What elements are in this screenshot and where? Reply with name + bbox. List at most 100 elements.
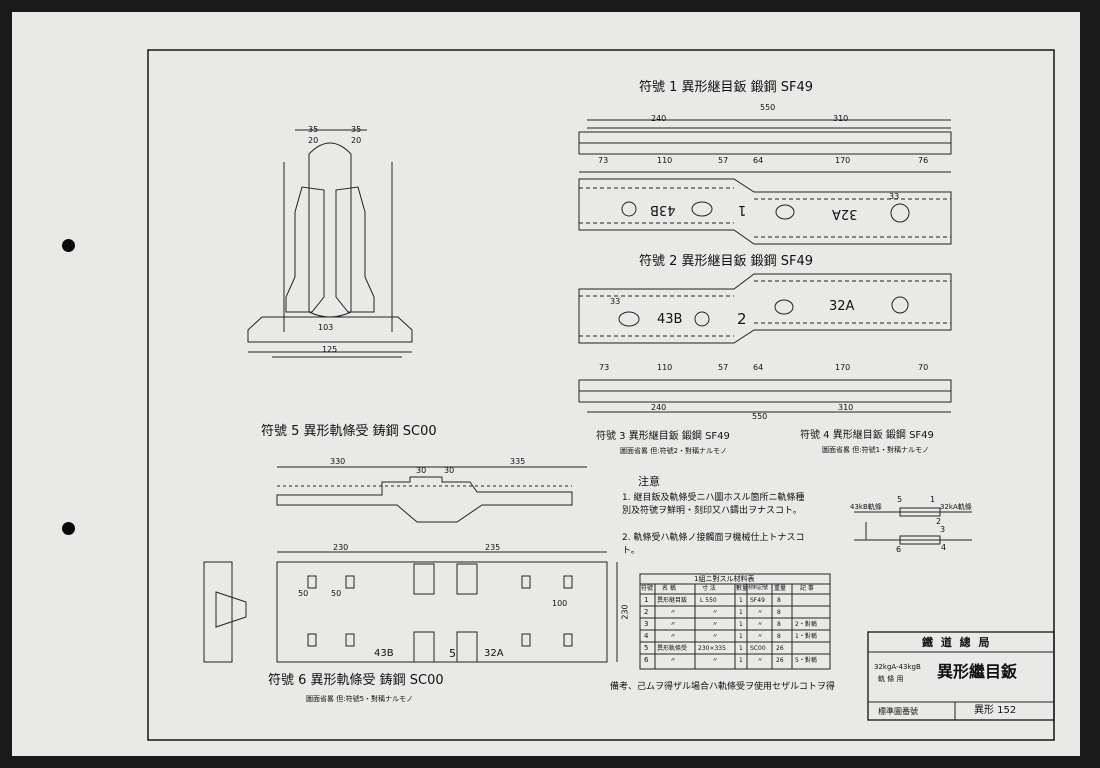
table-row-3-qty: 1 bbox=[739, 621, 743, 628]
table-row-2-size: 〃 bbox=[712, 609, 719, 616]
fig6-note: 圖面省畧 但:符號5・對稱ナルモノ bbox=[306, 695, 414, 703]
diagram-num-3: 3 bbox=[940, 525, 946, 534]
table-row-6-name: 〃 bbox=[670, 657, 677, 664]
table-row-2-qty: 1 bbox=[739, 609, 743, 616]
fig5-dim-e: 103 bbox=[318, 323, 334, 332]
fig6-mark-43b: 43B bbox=[374, 648, 394, 659]
table-row-5-qty: 1 bbox=[739, 645, 743, 652]
table-row-5-name: 異形軌條受 bbox=[657, 645, 688, 652]
fig1-title: 符號 1 異形継目鈑 鍛鋼 SF49 bbox=[639, 80, 814, 95]
fig1-dim-c: 57 bbox=[718, 156, 729, 165]
fig2-dim-a: 73 bbox=[599, 363, 610, 372]
table-row-5-material: SC00 bbox=[750, 645, 766, 652]
diagram-num-1: 1 bbox=[930, 495, 936, 504]
table-row-4-code: 4 bbox=[644, 632, 649, 640]
table-row-3-material: 〃 bbox=[757, 621, 764, 628]
drawing-sheet: 符號 1 異形継目鈑 鍛鋼 SF49 550 240 310 73 110 57… bbox=[12, 12, 1080, 756]
titleblock-sub1: 32kgA-43kgB bbox=[874, 663, 921, 671]
note-item-2: 2. 軌條受ハ軌條ノ接觸面ヲ機械仕上トナスコト。 bbox=[622, 533, 805, 556]
fig1-mark-43b: 43B bbox=[650, 202, 676, 217]
table-row-5-code: 5 bbox=[644, 644, 649, 652]
fig1-dim-left: 240 bbox=[651, 114, 667, 123]
fig2-dim-d: 64 bbox=[753, 363, 764, 372]
table-header-size: 寸 法 bbox=[702, 585, 716, 592]
fig6-dim-b: 335 bbox=[510, 457, 526, 466]
fig2-dim-f: 70 bbox=[918, 363, 929, 372]
table-row-1-qty: 1 bbox=[739, 597, 743, 604]
fig1-dim-total: 550 bbox=[760, 103, 776, 112]
table-row-3-weight: 8 bbox=[777, 621, 781, 628]
fig2-mark-43b: 43B bbox=[657, 312, 683, 327]
table-row-2-code: 2 bbox=[644, 608, 649, 616]
table-row-6-code: 6 bbox=[644, 656, 649, 664]
table-header-material: 材料記號 bbox=[748, 585, 769, 591]
fig6-dim-c: 30 bbox=[416, 466, 427, 475]
table-row-6-remarks: 5・對稱 bbox=[795, 657, 817, 664]
fig1-dim-right: 310 bbox=[833, 114, 849, 123]
fig2-dim-bottom-right: 310 bbox=[838, 403, 854, 412]
diagram-num-5: 5 bbox=[897, 495, 903, 504]
punch-hole bbox=[62, 522, 75, 535]
fig2-dim-b: 110 bbox=[657, 363, 673, 372]
table-row-4-material: 〃 bbox=[757, 633, 764, 640]
titleblock-sub2: 軌 條 用 bbox=[878, 675, 904, 683]
table-row-6-material: 〃 bbox=[757, 657, 764, 664]
table-header-code: 符號 bbox=[641, 585, 654, 592]
fig2-dim-bottom-left: 240 bbox=[651, 403, 667, 412]
table-row-1-weight: 8 bbox=[777, 597, 781, 604]
fig4-title: 符號 4 異形継目鈑 鍛鋼 SF49 bbox=[800, 430, 934, 441]
fig2-mark-number: 2 bbox=[737, 310, 747, 328]
table-row-6-size: 〃 bbox=[712, 657, 719, 664]
table-row-4-size: 〃 bbox=[712, 633, 719, 640]
table-row-2-material: 〃 bbox=[757, 609, 764, 616]
fig2-title: 符號 2 異形継目鈑 鍛鋼 SF49 bbox=[639, 254, 814, 269]
table-row-2-weight: 8 bbox=[777, 609, 781, 616]
table-title: 1組ニ對スル材料表 bbox=[694, 575, 755, 583]
table-header-name: 名 稱 bbox=[662, 585, 676, 592]
fig1-dim-d: 64 bbox=[753, 156, 764, 165]
diagram-right-label: 32kA軌條 bbox=[940, 503, 972, 511]
remark: 備考、己ムヲ得ザル場合ハ軌條受ヲ使用セザルコトヲ得 bbox=[610, 682, 835, 692]
table-row-4-remarks: 1・對稱 bbox=[795, 633, 817, 640]
table-row-4-weight: 8 bbox=[777, 633, 781, 640]
drawing-lines bbox=[147, 49, 1055, 741]
fig5-dim-b: 35 bbox=[351, 125, 362, 134]
fig5-dim-d: 20 bbox=[351, 136, 362, 145]
table-row-1-material: SF49 bbox=[750, 597, 765, 604]
fig6-dim-j: 230 bbox=[620, 604, 630, 620]
notes-heading: 注意 bbox=[638, 475, 660, 488]
table-row-6-weight: 26 bbox=[776, 657, 784, 664]
fig6-dim-d: 30 bbox=[444, 466, 455, 475]
table-row-1-code: 1 bbox=[644, 596, 649, 604]
diagram-num-2: 2 bbox=[936, 517, 942, 526]
fig5-title: 符號 5 異形軌條受 鋳鋼 SC00 bbox=[261, 424, 437, 439]
punch-hole bbox=[62, 239, 75, 252]
table-row-1-name: 異形継目鈑 bbox=[657, 597, 688, 604]
table-row-6-qty: 1 bbox=[739, 657, 743, 664]
fig6-dim-i: 100 bbox=[552, 599, 568, 608]
diagram-num-4: 4 bbox=[941, 543, 947, 552]
fig1-dim-e: 170 bbox=[835, 156, 851, 165]
fig6-mark-number: 5 bbox=[449, 647, 456, 660]
table-row-1-size: L 550 bbox=[700, 597, 717, 604]
fig6-dim-a: 330 bbox=[330, 457, 346, 466]
table-header-weight: 重量 bbox=[774, 585, 787, 592]
fig4-note: 圖面省畧 但:符號1・對稱ナルモノ bbox=[822, 446, 930, 454]
fig5-dim-c: 20 bbox=[308, 136, 319, 145]
table-row-4-name: 〃 bbox=[670, 633, 677, 640]
table-row-2-name: 〃 bbox=[670, 609, 677, 616]
fig2-dim-bottom-total: 550 bbox=[752, 412, 768, 421]
fig6-mark-32a: 32A bbox=[484, 648, 504, 659]
note-item-1: 1. 継目鈑及軌條受ニハ圖ホスル箇所ニ軌條種別及符號ヲ鮮明・刻印又ハ鑄出ヲナスコ… bbox=[622, 493, 805, 516]
fig6-title: 符號 6 異形軌條受 鋳鋼 SC00 bbox=[268, 673, 444, 688]
fig1-mark-32a: 32A bbox=[832, 206, 858, 221]
diagram-num-6: 6 bbox=[896, 545, 902, 554]
fig1-dim-f: 76 bbox=[918, 156, 929, 165]
table-header-qty: 數量 bbox=[736, 585, 749, 592]
titleblock-std-no: 異形 152 bbox=[974, 705, 1017, 716]
diagram-left-label: 43kB軌條 bbox=[850, 503, 882, 511]
table-row-3-remarks: 2・對稱 bbox=[795, 621, 817, 628]
fig2-dim-c: 57 bbox=[718, 363, 729, 372]
fig2-mark-32a: 32A bbox=[829, 299, 855, 314]
table-row-5-size: 230×335 bbox=[698, 645, 726, 652]
